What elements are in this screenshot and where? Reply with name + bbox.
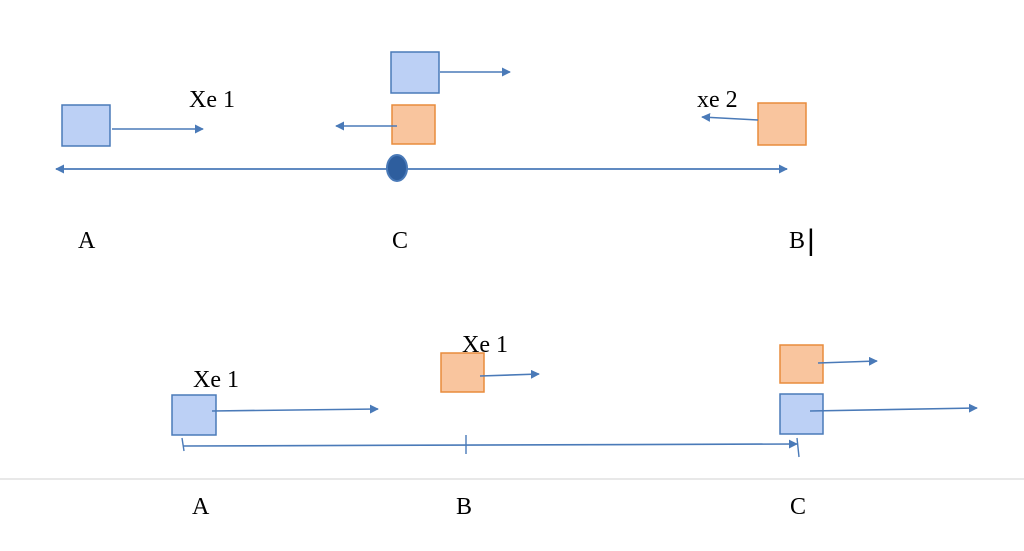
top-point-label-b: B xyxy=(789,228,805,254)
car2-velocity-arrow-b xyxy=(701,112,759,122)
car1-label-top: Xe 1 xyxy=(189,87,235,113)
text-cursor: | xyxy=(807,224,815,257)
car1-box-a xyxy=(61,104,111,147)
car1-label-bottom-middle: Xe 1 xyxy=(462,332,508,358)
car2-box-bottom-b xyxy=(440,352,485,393)
car1-label-bottom-left: Xe 1 xyxy=(193,367,239,393)
bottom-point-label-c: C xyxy=(790,494,806,520)
bottom-point-label-b: B xyxy=(456,494,472,520)
point-c-marker xyxy=(386,154,408,182)
car2-velocity-arrow-bottom-c xyxy=(817,356,878,366)
bottom-point-label-a: A xyxy=(192,494,210,520)
car1-velocity-arrow-bottom-a xyxy=(211,404,379,414)
tick-a xyxy=(181,437,185,452)
car2-box-b xyxy=(757,102,807,146)
car1-box-c xyxy=(390,51,440,94)
car1-box-bottom-c xyxy=(779,393,824,435)
car2-velocity-arrow-bottom-b xyxy=(479,369,540,379)
top-diagram: Xe 1 xe 2 A C B | xyxy=(55,51,815,257)
bottom-diagram: Xe 1 Xe 1 A B C xyxy=(171,332,978,520)
car2-label-top: xe 2 xyxy=(697,87,738,113)
tick-c xyxy=(796,437,800,458)
top-point-label-a: A xyxy=(78,228,96,254)
bottom-road-line xyxy=(182,439,798,449)
car2-box-bottom-c xyxy=(779,344,824,384)
car2-box-c xyxy=(391,104,436,145)
car1-box-bottom-a xyxy=(171,394,217,436)
car1-velocity-arrow-bottom-c xyxy=(809,403,978,413)
top-point-label-c: C xyxy=(392,228,408,254)
